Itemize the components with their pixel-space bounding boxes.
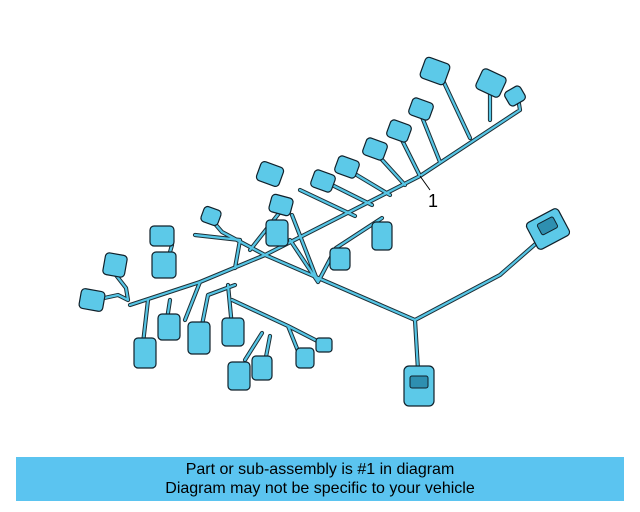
connector [221,317,245,347]
callout-leader-line [419,175,431,191]
connector [200,205,222,227]
connector [227,361,251,391]
connector [504,85,526,107]
connector [536,216,559,236]
connector [315,337,333,353]
connector [149,225,175,247]
connector [102,252,128,278]
connector [362,137,388,161]
connector [419,56,451,86]
harness-wires [92,71,543,373]
connector [133,337,157,369]
callout-number: 1 [428,191,438,211]
connector [187,321,211,355]
connector [408,97,434,121]
banner-line-2: Diagram may not be specific to your vehi… [165,480,475,497]
connector [78,288,106,312]
connector [334,155,360,179]
harness-wire [93,72,542,372]
connector [151,251,177,279]
connector [329,247,351,271]
callout: 1 [419,175,438,211]
connector [386,119,412,143]
connector [255,161,285,187]
connector [295,347,315,369]
connector [265,219,289,247]
connector [310,169,336,193]
info-banner: Part or sub-assembly is #1 in diagram Di… [16,457,624,501]
connector [409,375,429,389]
connector [268,193,294,217]
connector [251,355,273,381]
connectors [78,56,571,407]
wiring-harness-diagram: 1 [78,56,571,407]
banner-line-1: Part or sub-assembly is #1 in diagram [185,461,455,478]
connector [157,313,181,341]
connector [371,221,393,251]
connector [475,68,507,98]
